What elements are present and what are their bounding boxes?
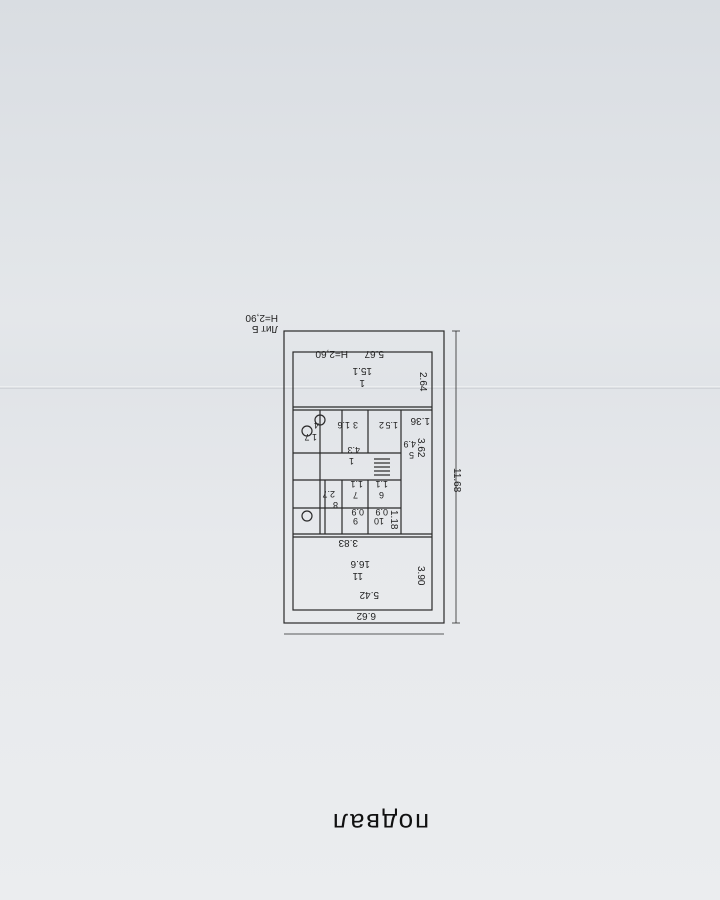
room-area: 1.6 bbox=[337, 420, 350, 430]
room-area: 4.3 bbox=[347, 445, 360, 455]
room-area: 1.1 bbox=[350, 479, 363, 489]
dim-mid-depth: 3.62 bbox=[415, 438, 426, 458]
room-number: 1 bbox=[348, 456, 354, 466]
room-area: 15.1 bbox=[352, 365, 372, 376]
inner-wall bbox=[292, 351, 433, 611]
dim-bottom-depth: 3.90 bbox=[415, 566, 426, 586]
dim-corridor: 1.18 bbox=[388, 510, 399, 530]
paper-fold bbox=[0, 386, 720, 389]
inner-height-label: H=2,60 bbox=[315, 348, 348, 359]
liter-label: Лит Б bbox=[251, 323, 278, 334]
dim-bottom-inner: 5.42 bbox=[359, 589, 379, 600]
floor-height-label: H=2,90 bbox=[245, 312, 278, 323]
room-number: 1 bbox=[359, 377, 365, 388]
plan-caption: подвал bbox=[330, 808, 430, 838]
room-area: 16.6 bbox=[350, 558, 370, 569]
room-number: 3 bbox=[352, 420, 358, 430]
dim-top-depth: 2.64 bbox=[417, 372, 428, 392]
room-number: 11 bbox=[352, 570, 363, 581]
room-number: 8 bbox=[332, 500, 338, 510]
room-number: 5 bbox=[408, 450, 414, 460]
room-area: 0.9 bbox=[375, 507, 388, 517]
room-number: 2 bbox=[378, 420, 384, 430]
room-area: 4.9 bbox=[403, 439, 416, 449]
dim-mid-width: 1.36 bbox=[410, 415, 430, 426]
dim-lower-width: 3.83 bbox=[338, 537, 358, 548]
room-number: 6 bbox=[378, 490, 384, 500]
room-area: 1.7 bbox=[304, 432, 317, 442]
room-area: 0.9 bbox=[351, 507, 364, 517]
dim-overall-length: 11.68 bbox=[451, 468, 462, 493]
room-number: 4 bbox=[313, 420, 319, 430]
outer-wall bbox=[283, 330, 445, 624]
room-area: 1.5 bbox=[385, 420, 398, 430]
room-area: 2.7 bbox=[322, 489, 335, 499]
dim-overall-width: 6.62 bbox=[356, 610, 376, 621]
room-area: 1.1 bbox=[375, 479, 388, 489]
room-number: 7 bbox=[352, 490, 358, 500]
dim-top-inner: 5.67 bbox=[364, 348, 384, 359]
